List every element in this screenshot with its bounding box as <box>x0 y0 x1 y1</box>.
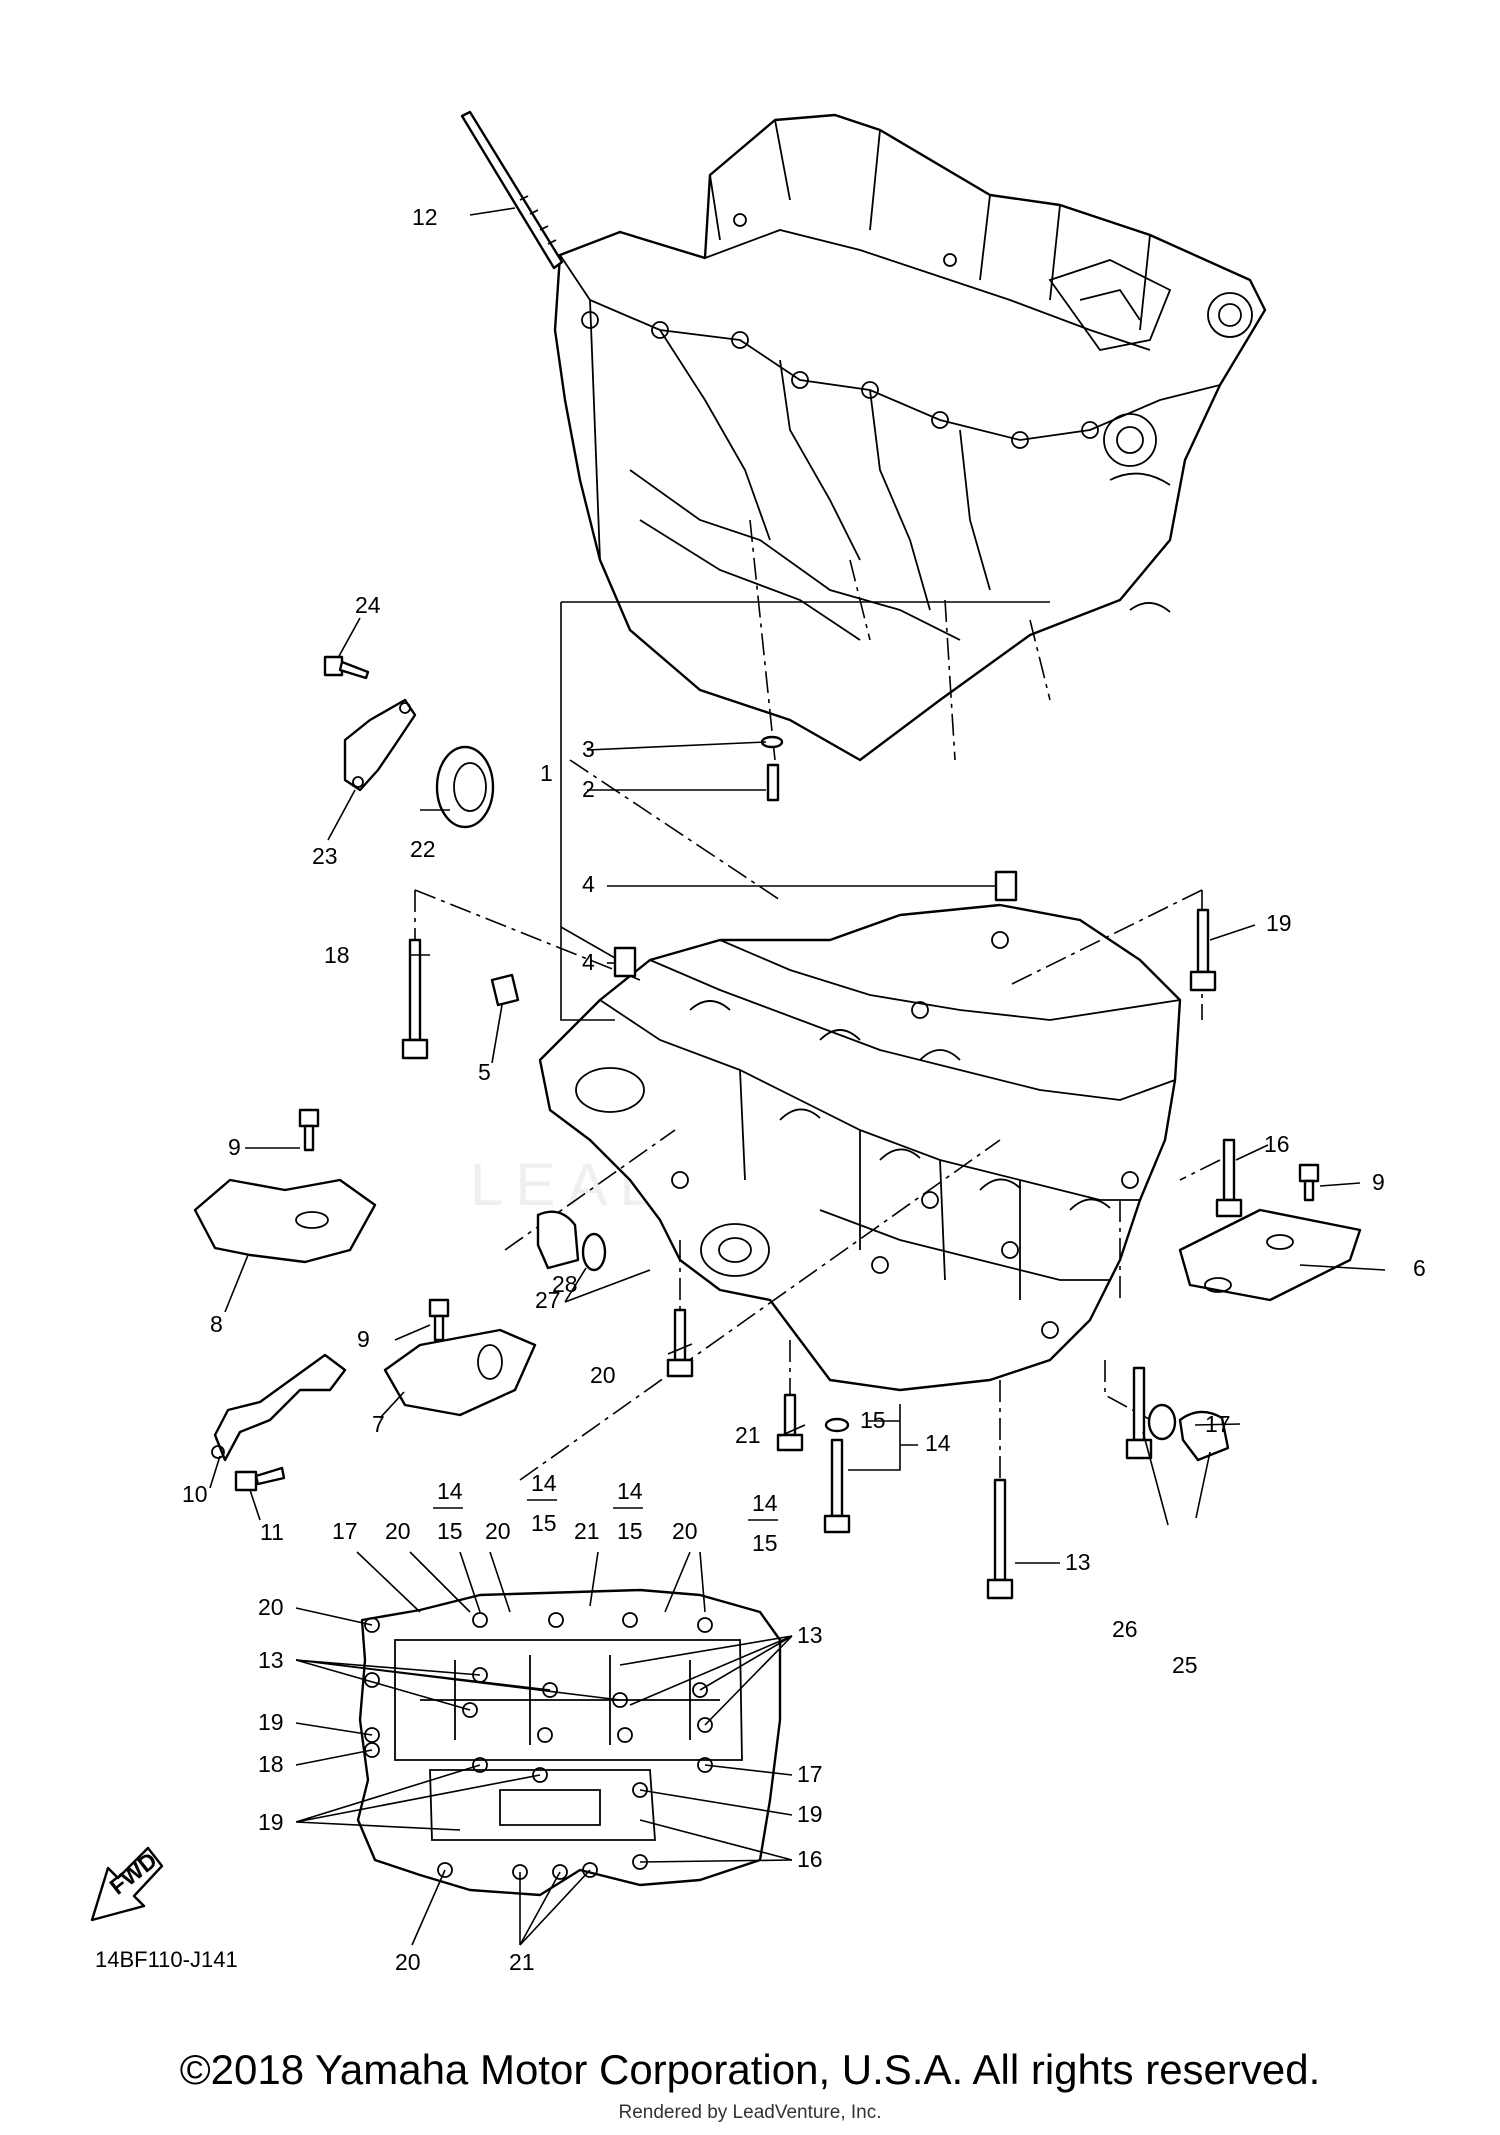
bv-left-18: 18 <box>258 1751 284 1777</box>
leader-lines <box>209 207 1386 1564</box>
bolt-hole <box>692 1682 708 1698</box>
bv-left-19b: 19 <box>258 1809 284 1835</box>
callout-15: 15 <box>860 1407 886 1433</box>
callout-25: 25 <box>1172 1652 1198 1678</box>
callout-1: 1 <box>540 760 553 786</box>
bottom-view-callouts: 17 20 20 21 20 14 15 14 15 14 15 14 15 2… <box>258 1470 823 1975</box>
bv-right-19: 19 <box>797 1801 823 1827</box>
bv-left-13: 13 <box>258 1647 284 1673</box>
assembly-lines <box>414 519 1221 1481</box>
fwd-arrow-icon: FWD <box>90 1846 164 1922</box>
rendered-by-notice: Rendered by LeadVenture, Inc. <box>618 2102 882 2123</box>
callout-9c: 9 <box>357 1326 370 1352</box>
bv-top-20a: 20 <box>385 1518 411 1544</box>
callout-20: 20 <box>590 1362 616 1388</box>
callout-4a: 4 <box>582 871 595 897</box>
bolt-hole <box>697 1617 713 1633</box>
callout-22: 22 <box>410 836 436 862</box>
callout-labels: 1 2 3 4 4 5 6 7 8 9 9 9 10 11 12 13 14 1… <box>182 204 1426 1678</box>
bv-pair3-15: 15 <box>617 1518 643 1544</box>
bv-pair4-15: 15 <box>752 1530 778 1556</box>
bv-right-16: 16 <box>797 1846 823 1872</box>
callout-10: 10 <box>182 1481 208 1507</box>
callout-9a: 9 <box>228 1134 241 1160</box>
bolt-hole <box>437 1862 453 1878</box>
drawing-code: 14BF110-J141 <box>95 1947 238 1972</box>
bolt-hole <box>537 1727 553 1743</box>
bolt-hole <box>548 1612 564 1628</box>
bv-pair1-14: 14 <box>437 1478 463 1504</box>
bolt-hole <box>364 1742 380 1758</box>
bolt-hole <box>632 1782 648 1798</box>
bolt-hole <box>462 1702 478 1718</box>
callout-6: 6 <box>1413 1255 1426 1281</box>
callout-9b: 9 <box>1372 1169 1385 1195</box>
bolt-hole <box>364 1617 380 1633</box>
callout-16: 16 <box>1264 1131 1290 1157</box>
callout-27: 27 <box>535 1287 561 1313</box>
bolt-hole <box>364 1727 380 1743</box>
bolt-hole <box>612 1692 628 1708</box>
callout-18: 18 <box>324 942 350 968</box>
bv-top-17: 17 <box>332 1518 358 1544</box>
bv-bottom-20: 20 <box>395 1949 421 1975</box>
bv-top-20c: 20 <box>672 1518 698 1544</box>
callout-19: 19 <box>1266 910 1292 936</box>
bv-left-20: 20 <box>258 1594 284 1620</box>
bolt-hole <box>582 1862 598 1878</box>
bv-left-19a: 19 <box>258 1709 284 1735</box>
callout-14: 14 <box>925 1430 951 1456</box>
callout-8: 8 <box>210 1311 223 1337</box>
callout-5: 5 <box>478 1059 491 1085</box>
callout-17: 17 <box>1205 1411 1231 1437</box>
callout-7: 7 <box>372 1411 385 1437</box>
copyright-notice: ©2018 Yamaha Motor Corporation, U.S.A. A… <box>179 2046 1321 2093</box>
bolt-hole <box>617 1727 633 1743</box>
stud-bolt-12 <box>460 110 564 270</box>
bolt-hole <box>697 1717 713 1733</box>
callout-4b: 4 <box>582 949 595 975</box>
callout-2: 2 <box>582 776 595 802</box>
callout-26: 26 <box>1112 1616 1138 1642</box>
callout-3: 3 <box>582 736 595 762</box>
bolt-hole <box>622 1612 638 1628</box>
callout-11: 11 <box>260 1519 284 1545</box>
bv-pair4-14: 14 <box>752 1490 778 1516</box>
upper-crankcase <box>553 113 1267 762</box>
small-parts <box>193 655 1362 1600</box>
bv-top-21: 21 <box>574 1518 600 1544</box>
bottom-view-crankcase <box>356 1588 782 1897</box>
bv-bottom-21: 21 <box>509 1949 535 1975</box>
callout-12: 12 <box>412 204 438 230</box>
callout-23: 23 <box>312 843 338 869</box>
bolt-hole <box>552 1864 568 1880</box>
callout-13: 13 <box>1065 1549 1091 1575</box>
bv-pair3-14: 14 <box>617 1478 643 1504</box>
callout-21: 21 <box>735 1422 761 1448</box>
bv-pair2-14: 14 <box>531 1470 557 1496</box>
callout-24: 24 <box>355 592 381 618</box>
bolt-hole <box>472 1612 488 1628</box>
bolt-hole <box>532 1767 548 1783</box>
bv-right-13: 13 <box>797 1622 823 1648</box>
bv-right-17: 17 <box>797 1761 823 1787</box>
bv-pair2-15: 15 <box>531 1510 557 1536</box>
callout-28: 28 <box>552 1271 578 1297</box>
bv-pair1-15: 15 <box>437 1518 463 1544</box>
bv-top-20b: 20 <box>485 1518 511 1544</box>
bolt-hole <box>472 1757 488 1773</box>
